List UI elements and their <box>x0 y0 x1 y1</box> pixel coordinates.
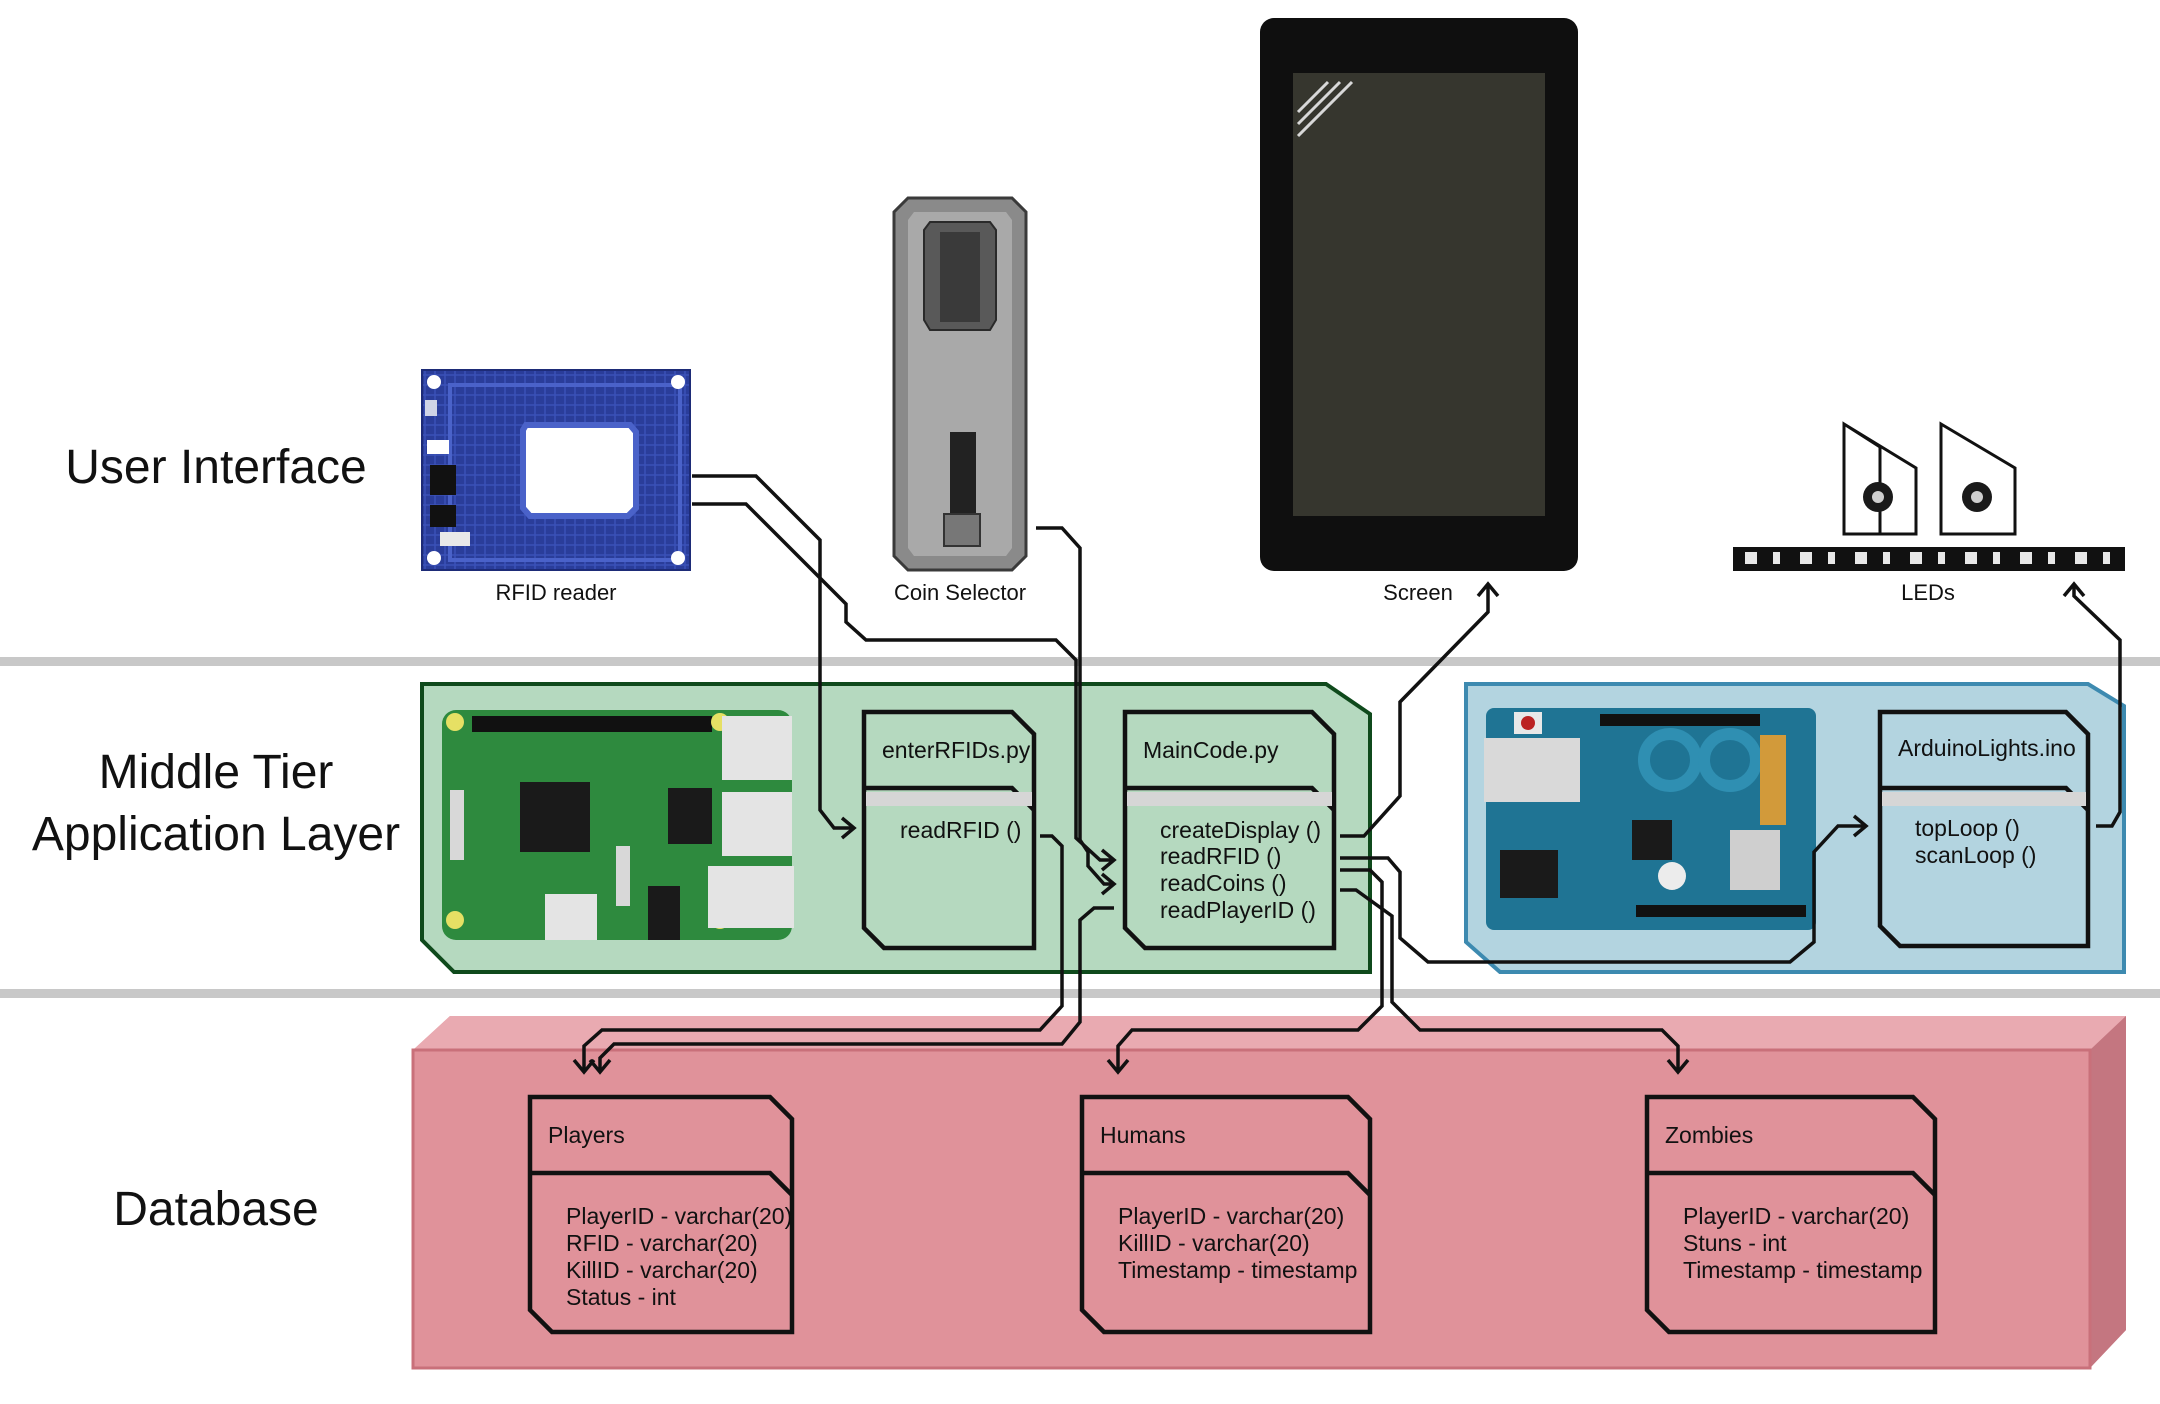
connector-maincode-to-zombies <box>1340 888 1680 1072</box>
layer-label-middle-tier: Middle Tier <box>99 746 334 799</box>
connector-maincode-to-screen <box>1340 584 1490 838</box>
humans-field: Timestamp - timestamp <box>1118 1257 1357 1283</box>
arduino-lights-box <box>1877 709 2091 949</box>
humans-table-title: Humans <box>1100 1122 1186 1148</box>
zombies-table-box <box>1644 1094 1938 1335</box>
arduino-illustration <box>1484 708 1816 930</box>
arduino-lights-item: scanLoop () <box>1915 842 2036 868</box>
coin-selector-illustration <box>892 196 1028 572</box>
arduino-lights-title: ArduinoLights.ino <box>1898 735 2076 761</box>
connector-maincode-to-humans <box>1116 868 1384 1072</box>
humans-field: KillID - varchar(20) <box>1118 1230 1310 1256</box>
layer-label-user-interface: User Interface <box>65 441 366 494</box>
players-field: RFID - varchar(20) <box>566 1230 758 1256</box>
leds-illustration <box>1733 421 2125 571</box>
players-field: PlayerID - varchar(20) <box>566 1203 792 1229</box>
players-table-title: Players <box>548 1122 625 1148</box>
layer-label-application-layer: Application Layer <box>32 808 400 861</box>
main-code-item: createDisplay () <box>1160 817 1321 843</box>
enter-rfids-box <box>861 709 1037 951</box>
main-code-item: readPlayerID () <box>1160 897 1316 923</box>
connector-arduino-to-leds <box>2072 584 2122 828</box>
connector-coin-to-maincode <box>1036 526 1114 886</box>
main-code-box <box>1122 709 1337 951</box>
zombies-field: Timestamp - timestamp <box>1683 1257 1922 1283</box>
main-code-title: MainCode.py <box>1143 737 1279 763</box>
humans-table-box <box>1079 1094 1373 1335</box>
zombies-field: Stuns - int <box>1683 1230 1787 1256</box>
players-field: Status - int <box>566 1284 677 1310</box>
zombies-table-title: Zombies <box>1665 1122 1753 1148</box>
main-code-item: readRFID () <box>1160 843 1281 869</box>
layer-label-database: Database <box>113 1183 318 1236</box>
rfid-reader-illustration <box>421 369 691 571</box>
coin-selector-label: Coin Selector <box>894 580 1026 605</box>
leds-label: LEDs <box>1901 580 1955 605</box>
connector-maincode-to-arduino <box>1340 824 1866 964</box>
connector-rfid-to-enterrfids <box>692 474 854 830</box>
enter-rfids-item: readRFID () <box>900 817 1021 843</box>
rfid-reader-label: RFID reader <box>495 580 616 605</box>
connector-enterrfids-to-players <box>582 834 1064 1072</box>
main-code-item: readCoins () <box>1160 870 1287 896</box>
screen-illustration <box>1260 18 1578 571</box>
enter-rfids-title: enterRFIDs.py <box>882 737 1031 763</box>
humans-field: PlayerID - varchar(20) <box>1118 1203 1344 1229</box>
screen-label: Screen <box>1383 580 1453 605</box>
connector-maincode-to-players <box>598 906 1114 1072</box>
zombies-field: PlayerID - varchar(20) <box>1683 1203 1909 1229</box>
connectors <box>572 474 2122 1075</box>
raspberry-pi-illustration <box>442 710 794 940</box>
players-table-box <box>527 1094 795 1335</box>
players-field: KillID - varchar(20) <box>566 1257 758 1283</box>
arduino-lights-item: topLoop () <box>1915 815 2020 841</box>
